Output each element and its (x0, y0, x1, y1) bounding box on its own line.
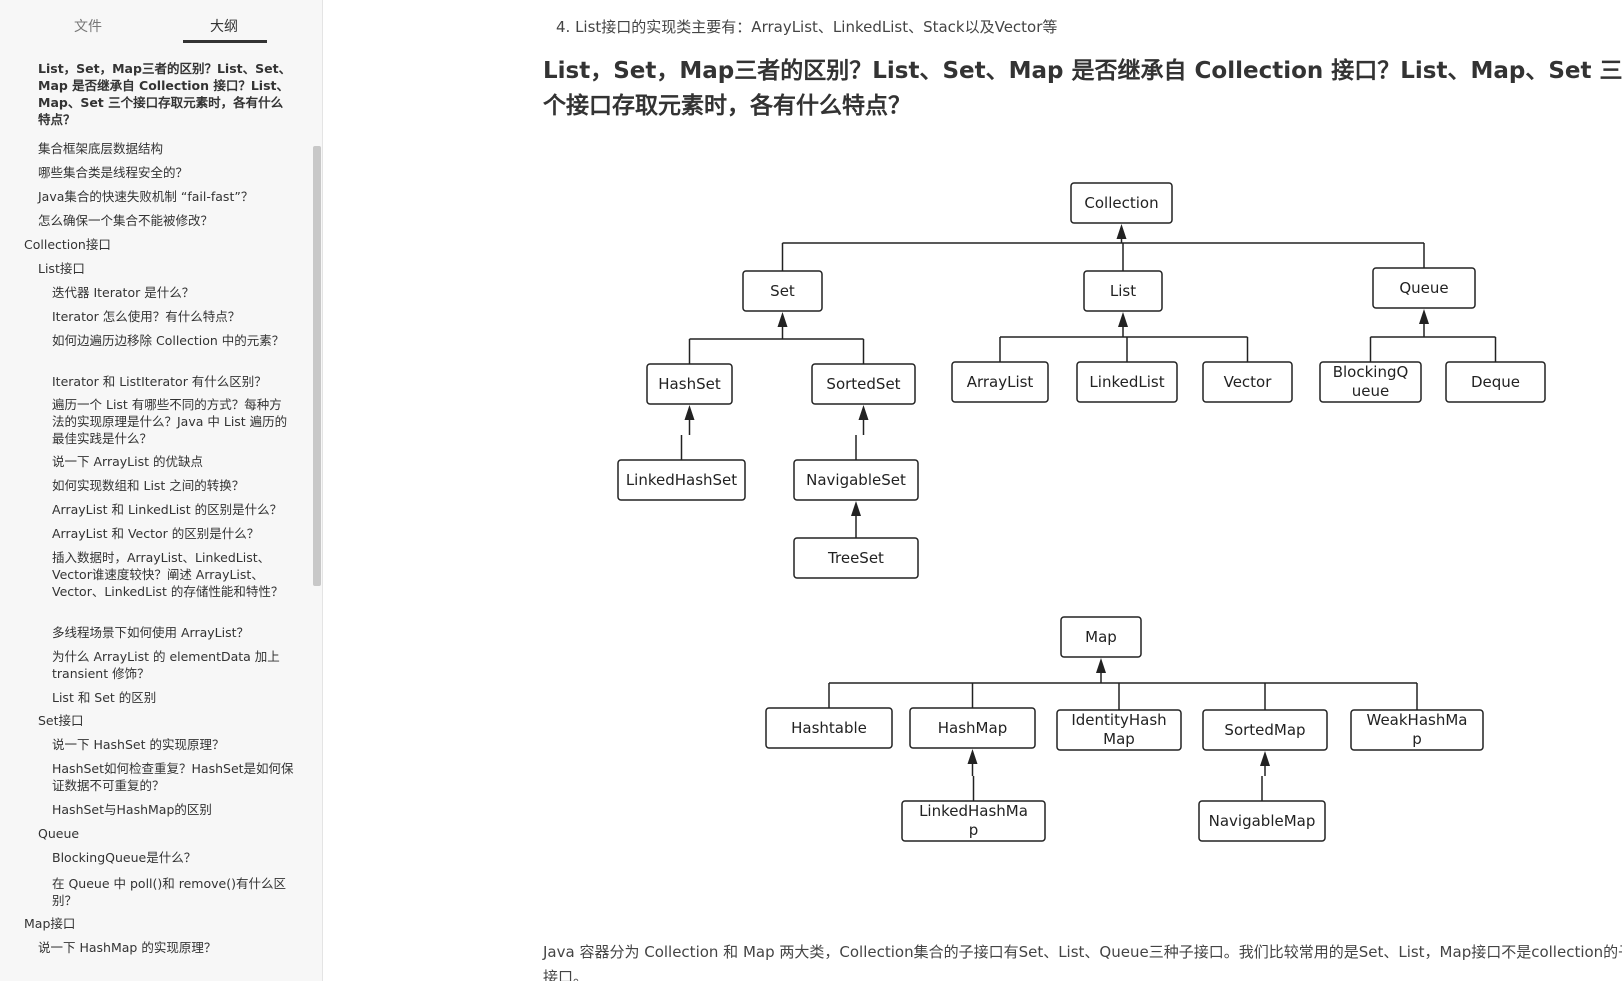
node-sortedmap (1202, 709, 1328, 751)
arrowhead (1118, 312, 1128, 327)
sidebar-tabs: 文件 大纲 (0, 0, 322, 44)
sidebar: 文件 大纲 List，Set，Map三者的区别？List、Set、Map 是否继… (0, 0, 323, 981)
outline-item[interactable]: List接口 (38, 261, 85, 276)
arrowhead (1096, 658, 1106, 673)
node-label: Hashtable (791, 719, 867, 737)
arrowhead (777, 312, 788, 327)
node-queue (1372, 267, 1476, 309)
sidebar-scrollbar[interactable] (313, 146, 321, 586)
outline-item[interactable]: 为什么 ArrayList 的 elementData 加上 transient… (52, 649, 280, 681)
outline-item[interactable]: Java集合的快速失败机制 “fail-fast”？ (38, 189, 254, 204)
outline-item[interactable]: HashSet如何检查重复？HashSet是如何保证数据不可重复的？ (52, 761, 294, 793)
node-hashset (646, 363, 733, 405)
node-label: NavigableSet (806, 471, 906, 489)
node-vector (1202, 361, 1293, 403)
arrowhead (1116, 224, 1127, 239)
node-label: LinkedList (1089, 373, 1164, 391)
node-label: p (969, 821, 979, 839)
node-label: TreeSet (827, 549, 884, 567)
node-label: Deque (1471, 373, 1520, 391)
outline-item[interactable]: Iterator 怎么使用？有什么特点？ (52, 309, 241, 324)
outline-item[interactable]: HashSet与HashMap的区别 (52, 802, 212, 817)
list-item-text: 4. List接口的实现类主要有：ArrayList、LinkedList、St… (556, 18, 1058, 36)
node-linkedhashset (617, 459, 746, 501)
node-label: SortedMap (1224, 721, 1305, 739)
node-label: HashSet (658, 375, 721, 393)
outline-item[interactable]: 怎么确保一个集合不能被修改？ (38, 213, 214, 228)
outline-item[interactable]: 如何边遍历边移除 Collection 中的元素？ (52, 333, 285, 348)
node-label: Set (770, 282, 795, 300)
node-arraylist (951, 361, 1049, 403)
outline-item[interactable]: Set接口 (38, 713, 84, 728)
section-heading: List，Set，Map三者的区别？List、Set、Map 是否继承自 Col… (543, 58, 1622, 119)
arrowhead (967, 749, 978, 764)
node-label: WeakHashMa (1367, 711, 1468, 729)
outline-item[interactable]: 说一下 ArrayList 的优缺点 (52, 454, 203, 469)
node-label: NavigableMap (1209, 812, 1316, 830)
tab-outline[interactable]: 大纲 (210, 19, 238, 35)
arrowhead (851, 501, 861, 516)
node-label: p (1412, 730, 1422, 748)
node-set (742, 270, 823, 312)
arrowhead (1260, 751, 1270, 766)
node-identityhashmap (1056, 709, 1182, 751)
node-navigablemap (1198, 800, 1326, 842)
outline-item[interactable]: 说一下 HashSet 的实现原理？ (52, 737, 225, 752)
outline-item[interactable]: 说一下 HashMap 的实现原理？ (38, 940, 217, 955)
outline-item[interactable]: Collection接口 (24, 237, 111, 252)
node-label: LinkedHashMa (919, 802, 1028, 820)
outline-item[interactable]: 集合框架底层数据结构 (38, 141, 164, 156)
arrowhead (1419, 309, 1429, 324)
outline-item[interactable]: 迭代器 Iterator 是什么？ (52, 285, 195, 300)
node-blockingqueue (1319, 361, 1422, 403)
node-label: SortedSet (826, 375, 900, 393)
outline-item[interactable]: 遍历一个 List 有哪些不同的方式？每种方法的实现原理是什么？Java 中 L… (52, 397, 288, 446)
outline-item[interactable]: 如何实现数组和 List 之间的转换？ (52, 478, 245, 493)
node-hashtable (765, 707, 893, 749)
outline-item[interactable]: ArrayList 和 Vector 的区别是什么？ (52, 526, 260, 541)
node-label: Vector (1224, 373, 1273, 391)
node-weakhashmap (1350, 709, 1484, 751)
active-tab-indicator (183, 40, 267, 43)
arrowhead (684, 405, 695, 420)
node-label: BlockingQ (1333, 363, 1409, 381)
outline-item[interactable]: ArrayList 和 LinkedList 的区别是什么？ (52, 502, 283, 517)
node-label: IdentityHash (1071, 711, 1166, 729)
node-label: List (1110, 282, 1136, 300)
node-label: Map (1085, 628, 1117, 646)
outline-item[interactable]: BlockingQueue是什么？ (52, 850, 197, 865)
outline-item[interactable]: Iterator 和 ListIterator 有什么区别？ (52, 374, 267, 389)
node-label: Map (1103, 730, 1135, 748)
node-label: ArrayList (967, 373, 1034, 391)
node-list (1083, 270, 1163, 312)
tab-files[interactable]: 文件 (74, 19, 102, 35)
node-label: Queue (1399, 279, 1448, 297)
node-map (1060, 616, 1142, 658)
outline-item[interactable]: 哪些集合类是线程安全的？ (38, 165, 189, 180)
node-label: Collection (1084, 194, 1158, 212)
arrowhead (858, 405, 869, 420)
node-label: ueue (1352, 382, 1389, 400)
node-deque (1445, 361, 1546, 403)
body-paragraph: Java 容器分为 Collection 和 Map 两大类，Collectio… (543, 943, 1622, 981)
outline-item[interactable]: Map接口 (24, 916, 76, 931)
node-collection (1070, 182, 1173, 224)
document-content: 4. List接口的实现类主要有：ArrayList、LinkedList、St… (322, 0, 1622, 981)
outline-item[interactable]: 在 Queue 中 poll()和 remove()有什么区别？ (52, 876, 286, 908)
node-treeset (793, 537, 919, 579)
outline-item[interactable]: 多线程场景下如何使用 ArrayList？ (52, 625, 249, 640)
node-sortedset (811, 363, 916, 405)
node-linkedhashmap (901, 800, 1046, 842)
outline-item[interactable]: Queue (38, 826, 80, 841)
node-hashmap (909, 707, 1036, 749)
node-linkedlist (1076, 361, 1178, 403)
node-navigableset (793, 459, 919, 501)
node-label: LinkedHashSet (626, 471, 737, 489)
outline-item[interactable]: List 和 Set 的区别 (52, 690, 157, 705)
outline-item[interactable]: List，Set，Map三者的区别？List、Set、Map 是否继承自 Col… (38, 61, 292, 127)
outline-item[interactable]: 插入数据时，ArrayList、LinkedList、Vector谁速度较快？阐… (52, 550, 284, 599)
node-label: HashMap (938, 719, 1007, 737)
